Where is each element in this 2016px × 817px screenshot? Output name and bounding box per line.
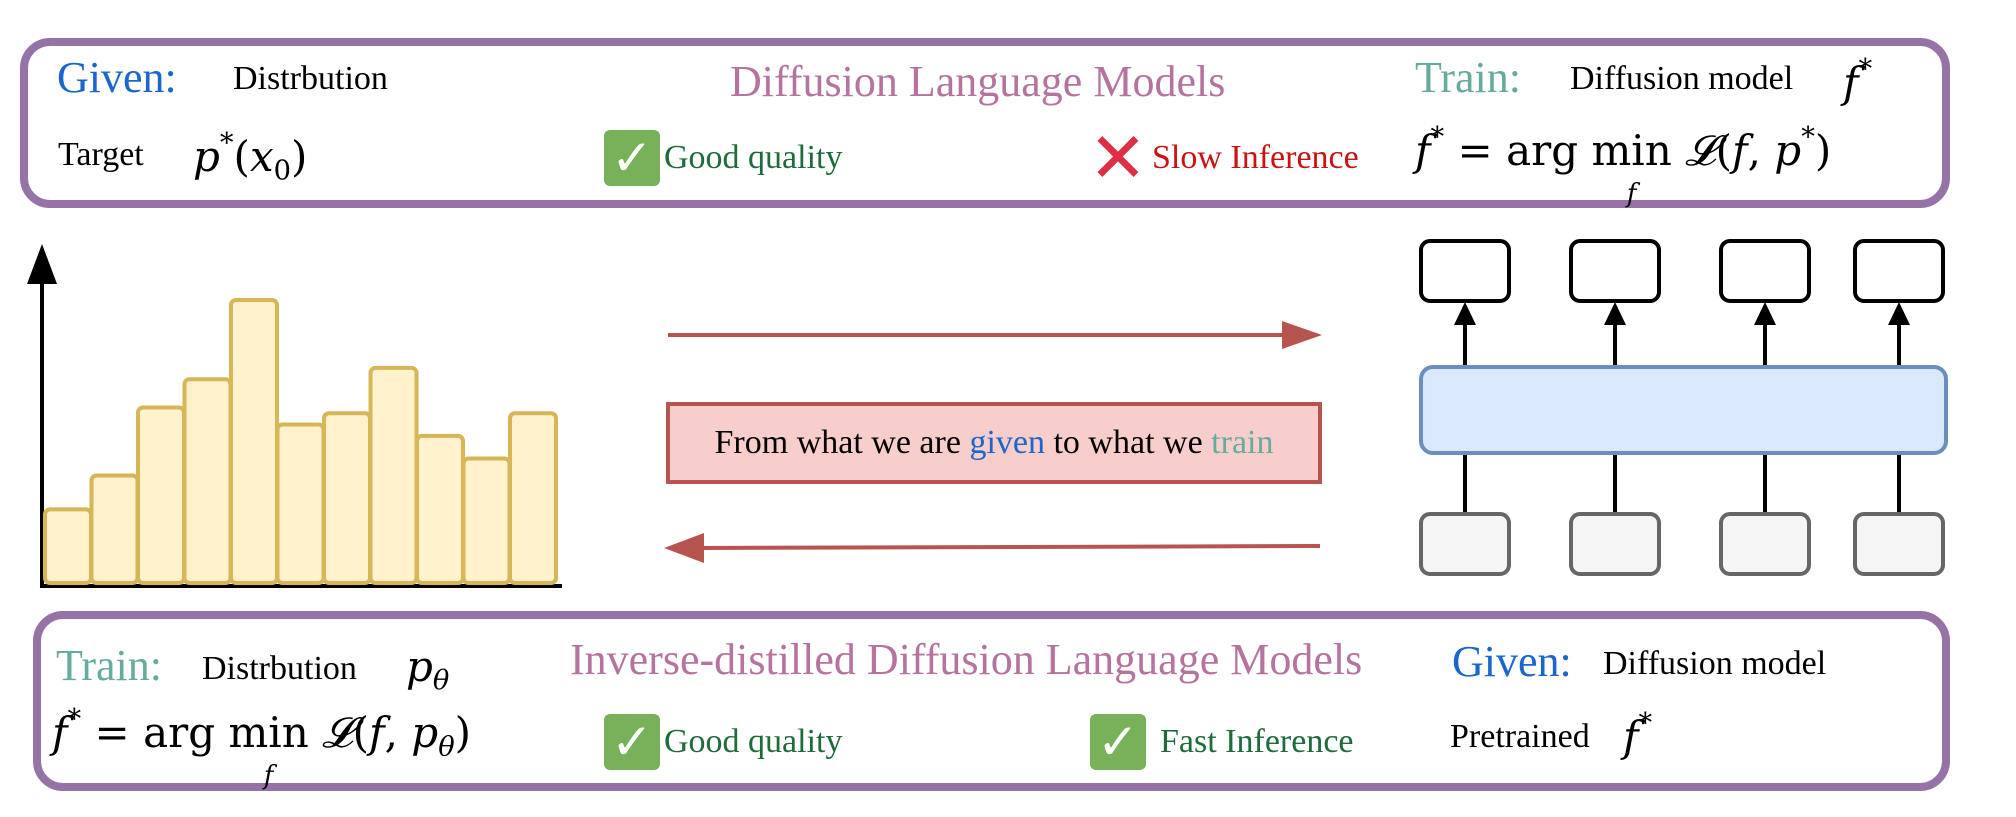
- top-panel: [20, 38, 1950, 208]
- center-label: From what we are given to what we train: [666, 402, 1322, 484]
- bottom-given-label: Given:: [1452, 637, 1572, 686]
- top-target-label: Target: [58, 136, 144, 173]
- transformer-block: [1419, 365, 1948, 455]
- top-target-formula: p*(x0): [193, 128, 308, 187]
- histogram-bar: [508, 411, 558, 586]
- check-mark-icon: ✓: [604, 130, 660, 186]
- left-arrow-head: [664, 533, 704, 563]
- output-token-box: [1419, 239, 1511, 303]
- bottom-given-text: Diffusion model: [1603, 645, 1827, 682]
- top-train-label: Train:: [1415, 53, 1521, 102]
- input-token-box: [1719, 512, 1811, 576]
- top-inference-label: Slow Inference: [1152, 139, 1359, 176]
- top-inference-item: ✕ Slow Inference: [1088, 117, 1359, 199]
- center-label-mid: to what we: [1053, 424, 1203, 461]
- center-label-given: given: [969, 424, 1045, 461]
- cross-mark-icon: ✕: [1088, 117, 1148, 199]
- bottom-quality-item: ✓ Good quality: [604, 714, 842, 770]
- histogram-y-axis-arrowhead: [27, 244, 57, 284]
- output-arrow-head: [1754, 302, 1776, 325]
- bottom-train-symbol: pθ: [406, 642, 450, 697]
- top-given-label: Given:: [57, 53, 177, 102]
- output-arrow-head: [1604, 302, 1626, 325]
- histogram: [27, 244, 562, 588]
- output-token-box: [1853, 239, 1945, 303]
- bottom-pretrained-label: Pretrained: [1450, 718, 1590, 755]
- top-given-text: Distrbution: [233, 60, 388, 97]
- check-mark-icon: ✓: [1090, 714, 1146, 770]
- output-token-box: [1719, 239, 1811, 303]
- center-label-train: train: [1211, 424, 1274, 461]
- bottom-quality-label: Good quality: [664, 723, 843, 760]
- right-arrow-head: [1282, 321, 1322, 349]
- output-arrow-head: [1888, 302, 1910, 325]
- top-title: Diffusion Language Models: [730, 57, 1226, 106]
- input-token-box: [1419, 512, 1511, 576]
- input-token-box: [1853, 512, 1945, 576]
- top-quality-label: Good quality: [664, 139, 843, 176]
- output-arrow-head: [1454, 302, 1476, 325]
- bottom-title: Inverse-distilled Diffusion Language Mod…: [570, 635, 1363, 684]
- bottom-pretrained-symbol: f*: [1623, 708, 1653, 762]
- left-arrow-icon: [699, 544, 1321, 550]
- top-quality-item: ✓ Good quality: [604, 130, 842, 186]
- check-mark-icon: ✓: [604, 714, 660, 770]
- top-train-symbol: f*: [1843, 54, 1873, 108]
- center-label-prefix: From what we are: [714, 424, 961, 461]
- bottom-inference-label: Fast Inference: [1160, 723, 1354, 760]
- bottom-train-label: Train:: [56, 641, 162, 690]
- bottom-inference-item: ✓ Fast Inference: [1090, 714, 1354, 770]
- top-train-text: Diffusion model: [1570, 60, 1794, 97]
- output-token-box: [1569, 239, 1661, 303]
- bottom-panel: [33, 611, 1950, 791]
- bottom-train-text: Distrbution: [202, 650, 357, 687]
- input-token-box: [1569, 512, 1661, 576]
